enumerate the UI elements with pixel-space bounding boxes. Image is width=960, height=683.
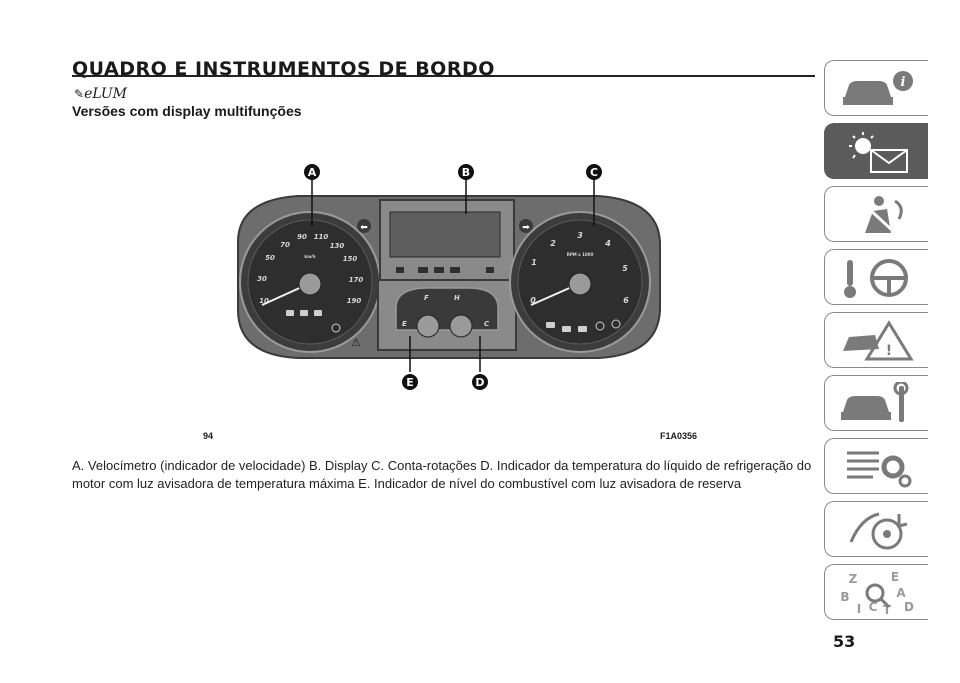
index-letter: B <box>840 590 849 604</box>
temp-cold-label: C <box>484 320 490 328</box>
speed-tick: 90 <box>297 233 307 241</box>
rpm-tick: 3 <box>577 231 583 240</box>
speed-tick: 50 <box>265 254 275 262</box>
index-letter: C <box>869 600 878 614</box>
elum-logo: ✎eLUM <box>74 86 127 102</box>
tab-safety[interactable] <box>824 186 928 242</box>
svg-text:i: i <box>901 75 906 90</box>
speed-tick: 10 <box>259 297 269 305</box>
speed-unit: km/h <box>304 254 315 259</box>
fuel-empty-label: E <box>402 320 407 328</box>
rpm-tick: 1 <box>531 258 537 267</box>
warning-triangle-car-icon: ! <box>843 320 914 361</box>
dashboard-lights-icon <box>849 132 908 173</box>
fuel-full-label: F <box>424 294 429 302</box>
multimedia-icon <box>849 512 908 550</box>
index-letter: I <box>857 602 861 615</box>
steering-wheel-key-icon <box>844 259 908 298</box>
tab-index[interactable]: Z E B A I C T D <box>824 564 928 620</box>
index-letter: E <box>891 571 899 584</box>
rpm-tick: 2 <box>550 239 556 248</box>
callout-e: E <box>406 376 414 389</box>
callout-a: A <box>308 166 317 179</box>
title-rule <box>72 75 815 77</box>
tab-car-info[interactable]: i <box>824 60 928 116</box>
figure-code: F1A0356 <box>660 431 698 441</box>
figure-caption: A. Velocímetro (indicador de velocidade)… <box>72 458 812 491</box>
alphabetical-index-icon: Z E B A I C T D <box>840 571 914 615</box>
page-number: 53 <box>833 632 856 651</box>
tab-multimedia[interactable] <box>824 501 928 557</box>
callout-d: D <box>475 376 484 389</box>
index-letter: T <box>883 603 892 615</box>
rpm-unit: RPM x 1000 <box>567 252 594 257</box>
speed-tick: 130 <box>330 242 345 250</box>
speed-tick: 110 <box>314 233 329 241</box>
index-letter: A <box>896 586 906 600</box>
tab-emergency[interactable]: ! <box>824 312 928 368</box>
tab-starting-driving[interactable] <box>824 249 928 305</box>
specs-gears-icon <box>847 451 912 488</box>
index-letter: Z <box>849 572 858 586</box>
callout-b: B <box>462 166 470 179</box>
section-subtitle: Versões com display multifunções <box>72 103 302 119</box>
rpm-tick: 5 <box>622 264 628 273</box>
svg-text:➡: ➡ <box>522 223 530 233</box>
logo-text: eLUM <box>84 86 128 102</box>
callout-c: C <box>590 166 598 179</box>
speed-tick: 150 <box>343 255 358 263</box>
svg-text:⬅: ⬅ <box>360 223 368 233</box>
tab-maintenance[interactable] <box>824 375 928 431</box>
tab-dashboard-lights[interactable] <box>824 123 928 179</box>
tab-technical-specs[interactable] <box>824 438 928 494</box>
instrument-cluster-figure: 10 30 50 70 90 110 130 150 170 190 km/h … <box>237 164 661 390</box>
pen-icon: ✎ <box>74 87 85 101</box>
rpm-tick: 6 <box>623 296 629 305</box>
car-maintenance-icon <box>841 382 909 422</box>
svg-text:⚠: ⚠ <box>351 336 361 349</box>
speed-tick: 170 <box>349 276 364 284</box>
speed-tick: 30 <box>257 275 267 283</box>
speed-tick: 70 <box>280 241 290 249</box>
speed-tick: 190 <box>347 297 362 305</box>
car-info-icon: i <box>843 71 913 105</box>
index-letter: D <box>904 600 914 614</box>
svg-text:!: ! <box>886 343 892 359</box>
figure-number: 94 <box>203 431 214 441</box>
rpm-tick: 4 <box>604 239 611 248</box>
page-title: QUADRO E INSTRUMENTOS DE BORDO <box>72 58 495 80</box>
temp-hot-label: H <box>454 294 460 302</box>
seatbelt-airbag-icon <box>865 196 903 233</box>
rpm-tick: 0 <box>530 296 536 305</box>
